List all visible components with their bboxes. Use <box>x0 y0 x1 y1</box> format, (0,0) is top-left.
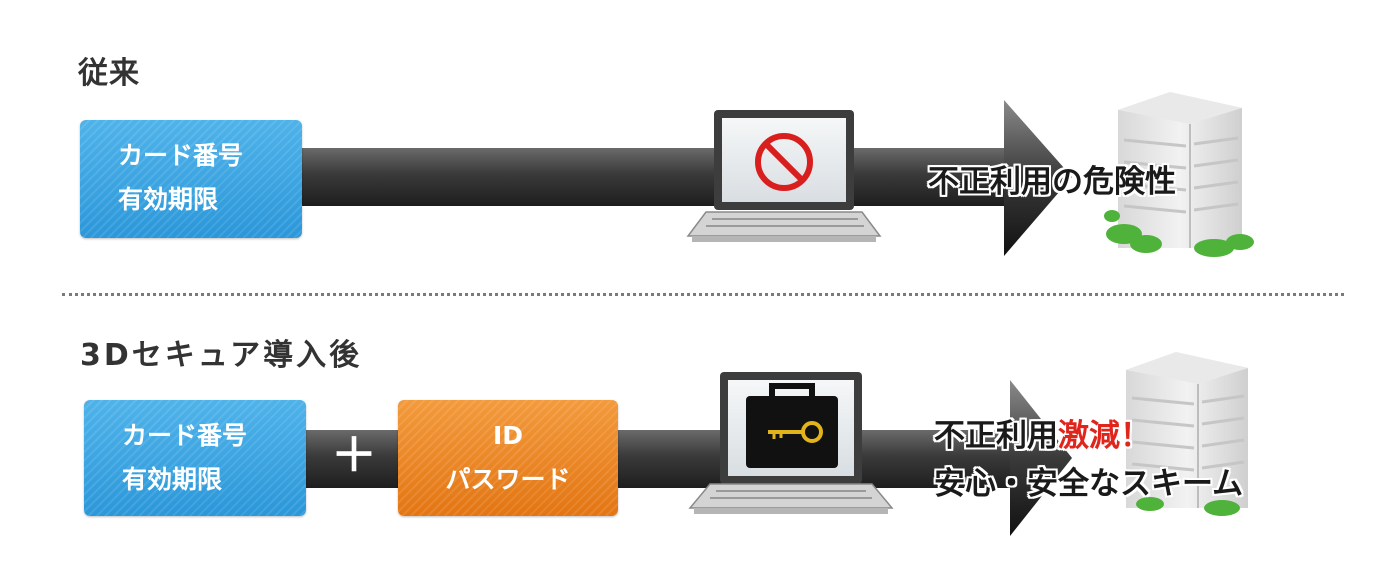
laptop-icon-before <box>686 110 882 242</box>
id-label: ID <box>492 421 524 450</box>
card-info-box-after: カード番号 有効期限 <box>84 400 306 516</box>
section-title-after: 3Dセキュア導入後 <box>80 338 363 373</box>
password-label: パスワード <box>445 465 571 494</box>
locked-briefcase-key-icon <box>746 383 838 468</box>
card-info-box-before: カード番号 有効期限 <box>80 120 302 238</box>
office-building-icon <box>1126 352 1248 516</box>
section-title-before: 従来 <box>78 56 140 91</box>
fraud-label: 不正利用 <box>934 418 1058 454</box>
section-divider <box>62 293 1344 296</box>
id-password-box: ID パスワード <box>398 400 618 516</box>
fraud-risk-label: 不正利用の危険性 <box>928 164 1176 200</box>
office-building-icon <box>1104 92 1254 257</box>
prohibited-icon <box>755 133 813 191</box>
expiry-date-label: 有効期限 <box>118 185 219 214</box>
plus-sign: ＋ <box>331 428 377 482</box>
safe-scheme-label: 安心・安全なスキーム <box>934 466 1244 502</box>
card-number-label: カード番号 <box>118 141 244 170</box>
sharply-reduced-label: 激減！ <box>1058 418 1151 454</box>
card-number-label: カード番号 <box>122 421 248 450</box>
fraud-reduced-label: 不正利用激減！ <box>934 410 1151 455</box>
expiry-date-label: 有効期限 <box>122 465 223 494</box>
flow-arrow-before <box>300 100 1072 256</box>
